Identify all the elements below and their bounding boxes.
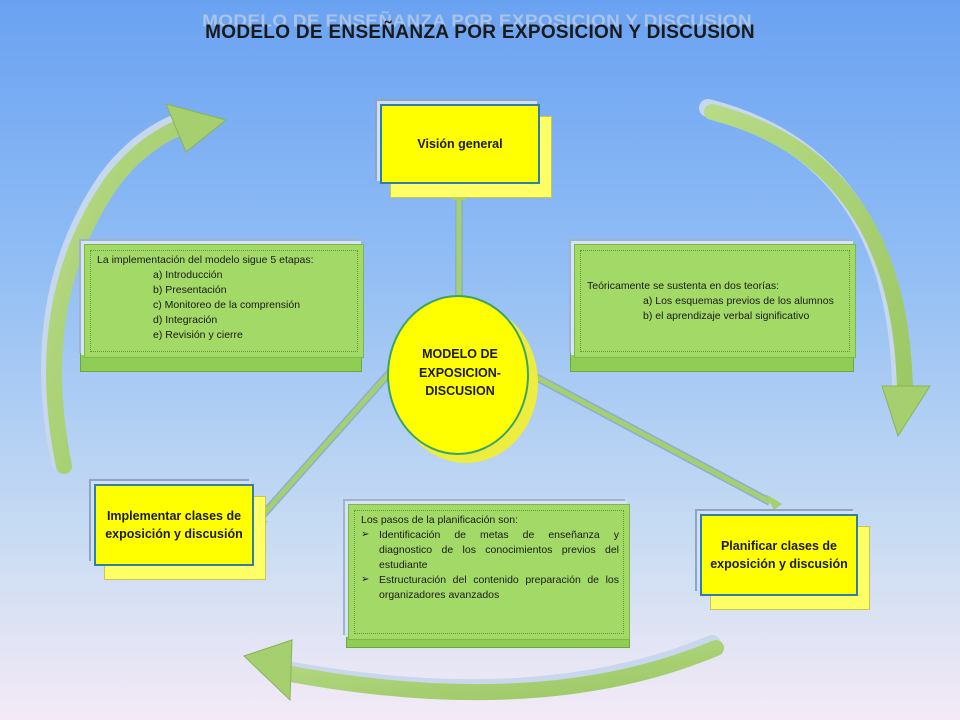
etapas-intro: La implementación del modelo sigue 5 eta…	[97, 254, 314, 266]
page-title: MODELO DE ENSEÑANZA POR EXPOSICION Y DIS…	[205, 22, 755, 43]
center-label: MODELO DE EXPOSICION- DISCUSION	[398, 318, 522, 428]
arrow-bullet-icon: ➢	[361, 528, 370, 540]
center-label-line1: MODELO DE	[422, 346, 498, 361]
vision-general-label: Visión general	[417, 136, 503, 151]
center-label-line2: EXPOSICION-	[419, 365, 501, 380]
teorias-item: b) el aprendizaje verbal significativo	[643, 309, 810, 322]
pasos-item: ➢ Identificación de metas de enseñanza y…	[361, 528, 619, 573]
box-vision-general: Visión general	[380, 104, 552, 198]
box-pasos: Los pasos de la planificación son: ➢ Ide…	[346, 504, 630, 648]
planificar-line2: exposición y discusión	[710, 557, 848, 571]
center-circle	[387, 295, 538, 463]
cycle-arrow-left	[41, 103, 228, 474]
connector-arrow-vision	[451, 186, 467, 300]
pasos-item-text: Identificación de metas de enseñanza y d…	[379, 528, 619, 571]
teorias-item: a) Los esquemas previos de los alumnos	[643, 294, 834, 307]
implementar-line2: exposición y discusión	[105, 527, 243, 541]
etapas-item: a) Introducción	[153, 268, 223, 281]
etapas-item: b) Presentación	[153, 283, 227, 296]
etapas-item: c) Monitoreo de la comprensión	[153, 298, 301, 311]
planificar-line1: Planificar clases de	[720, 538, 838, 553]
implementar-line1: Implementar clases de	[106, 508, 242, 523]
title-reflection: MODELO DE ENSEÑANZA POR EXPOSICION Y DIS…	[202, 12, 752, 31]
center-label-line3: DISCUSION	[425, 384, 495, 399]
pasos-intro: Los pasos de la planificación son:	[361, 514, 519, 526]
box-planificar: Planificar clases de exposición y discus…	[700, 514, 870, 610]
box-teorias: Teóricamente se sustenta en dos teorías:…	[570, 244, 856, 372]
cycle-arrow-bottom	[243, 635, 724, 702]
etapas-item: d) Integración	[153, 313, 218, 326]
etapas-item: e) Revisión y cierre	[153, 328, 243, 341]
pasos-item-text: Estructuración del contenido preparación…	[379, 573, 619, 601]
pasos-item: ➢ Estructuración del contenido preparaci…	[361, 573, 619, 603]
box-etapas: La implementación del modelo sigue 5 eta…	[80, 244, 364, 372]
connector-arrow-planificar	[532, 372, 782, 510]
box-implementar: Implementar clases de exposición y discu…	[94, 484, 266, 580]
arrow-bullet-icon: ➢	[361, 573, 370, 585]
teorias-intro: Teóricamente se sustenta en dos teorías:	[587, 280, 780, 292]
cycle-arrow-right	[699, 99, 931, 438]
